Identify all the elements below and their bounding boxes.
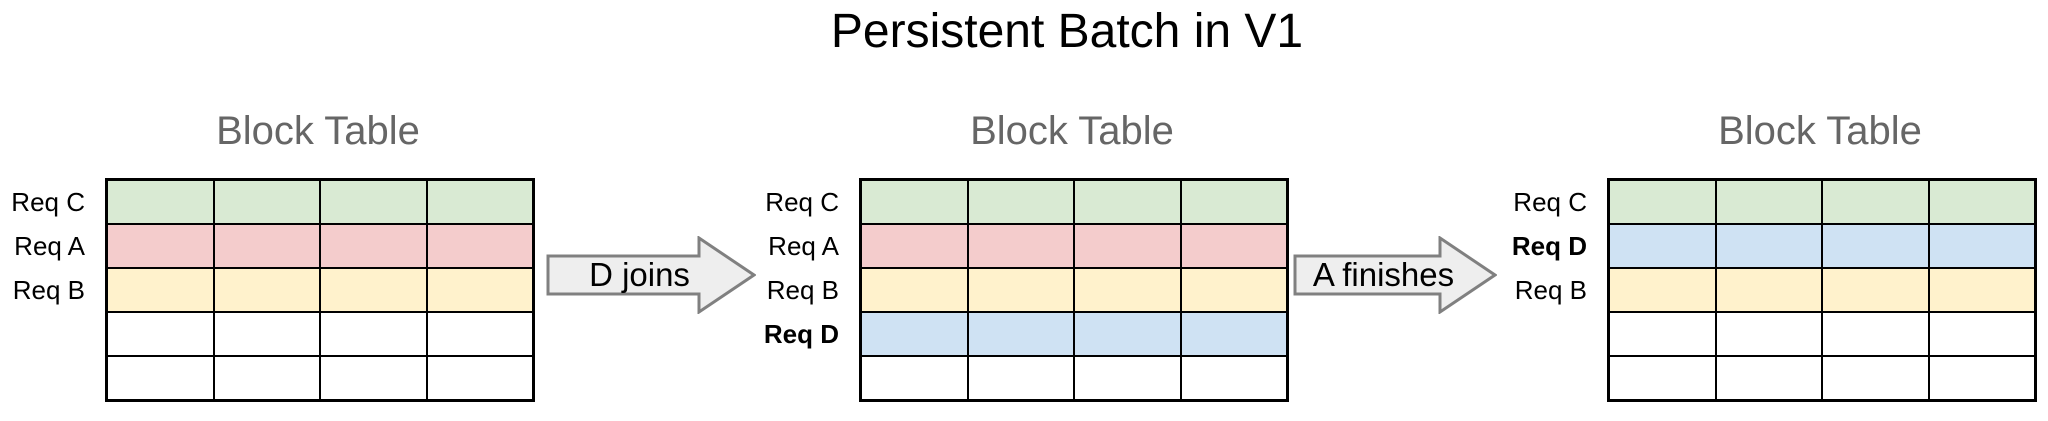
- block-cell: [1074, 180, 1181, 224]
- block-cell: [320, 268, 427, 312]
- block-cell: [1928, 268, 2035, 312]
- block-cell: [1822, 224, 1929, 268]
- block-cell: [861, 356, 968, 400]
- block-cell: [1074, 224, 1181, 268]
- block-cell: [861, 312, 968, 356]
- block-cell: [1715, 268, 1822, 312]
- block-cell: [1928, 312, 2035, 356]
- row-label-req-b: Req B: [766, 274, 839, 305]
- block-cell: [967, 268, 1074, 312]
- row-label-req-d: Req D: [763, 318, 839, 349]
- block-cell: [1822, 356, 1929, 400]
- row-label-req-d: Req D: [1511, 230, 1587, 261]
- right-arrow-icon: [1293, 236, 1497, 314]
- row-label-empty: [5, 312, 105, 356]
- block-table-title: Block Table: [216, 109, 420, 153]
- block-cell: [1928, 356, 2035, 400]
- block-cell: [1609, 312, 1716, 356]
- block-table-title: Block Table: [970, 109, 1174, 153]
- block-cell: [1609, 356, 1716, 400]
- row-labels: Req C Req A Req B Req D: [759, 180, 859, 402]
- block-cell: [213, 224, 320, 268]
- block-table-body: Req C Req A Req B: [5, 178, 535, 402]
- row-label-req-a: Req A: [768, 230, 839, 261]
- row-label-empty: [759, 356, 859, 400]
- block-cell: [967, 312, 1074, 356]
- block-cell: [213, 312, 320, 356]
- block-cell: [861, 224, 968, 268]
- block-grid: [105, 178, 535, 402]
- row-label-req-c: Req C: [765, 186, 839, 217]
- row-label-req-c: Req C: [11, 186, 85, 217]
- row-labels: Req C Req D Req B: [1507, 180, 1607, 402]
- block-cell: [107, 224, 214, 268]
- block-cell: [967, 224, 1074, 268]
- block-table-group-1: Block Table Req C Req A Req B: [5, 95, 535, 407]
- block-table-group-3: Block Table Req C Req D Req B: [1507, 95, 2037, 407]
- block-cell: [1822, 268, 1929, 312]
- block-cell: [320, 312, 427, 356]
- block-cell: [967, 180, 1074, 224]
- block-cell: [1715, 180, 1822, 224]
- block-table-body: Req C Req D Req B: [1507, 178, 2037, 402]
- block-cell: [107, 268, 214, 312]
- block-cell: [1822, 312, 1929, 356]
- block-cell: [861, 180, 968, 224]
- row-label-req-c: Req C: [1513, 186, 1587, 217]
- transition-arrow-a-finishes: A finishes: [1293, 236, 1497, 314]
- block-cell: [1074, 312, 1181, 356]
- row-label-empty: [1507, 312, 1607, 356]
- block-cell: [320, 180, 427, 224]
- block-cell: [426, 356, 533, 400]
- right-arrow-icon: [546, 236, 756, 314]
- row-label-empty: [5, 356, 105, 400]
- row-labels: Req C Req A Req B: [5, 180, 105, 402]
- block-cell: [1180, 312, 1287, 356]
- row-label-empty: [1507, 356, 1607, 400]
- block-cell: [1822, 180, 1929, 224]
- block-cell: [1180, 180, 1287, 224]
- arrow-label: D joins: [589, 256, 690, 293]
- block-cell: [1180, 268, 1287, 312]
- block-cell: [107, 356, 214, 400]
- block-table-title: Block Table: [1718, 109, 1922, 153]
- row-label-req-b: Req B: [1514, 274, 1587, 305]
- row-label-req-a: Req A: [14, 230, 85, 261]
- block-cell: [861, 268, 968, 312]
- block-cell: [1928, 224, 2035, 268]
- block-cell: [213, 268, 320, 312]
- block-cell: [107, 312, 214, 356]
- block-grid: [1607, 178, 2037, 402]
- block-cell: [1180, 356, 1287, 400]
- block-cell: [213, 180, 320, 224]
- block-cell: [967, 356, 1074, 400]
- block-cell: [320, 356, 427, 400]
- block-cell: [426, 180, 533, 224]
- block-cell: [1609, 180, 1716, 224]
- transition-arrow-d-joins: D joins: [546, 236, 756, 314]
- arrow-label: A finishes: [1312, 256, 1455, 293]
- block-cell: [426, 224, 533, 268]
- block-cell: [1715, 312, 1822, 356]
- block-cell: [320, 224, 427, 268]
- block-cell: [1180, 224, 1287, 268]
- block-table-body: Req C Req A Req B Req D: [759, 178, 1289, 402]
- block-cell: [426, 268, 533, 312]
- block-cell: [1715, 224, 1822, 268]
- block-cell: [1609, 224, 1716, 268]
- block-table-group-2: Block Table Req C Req A Req B Req D: [759, 95, 1289, 407]
- block-cell: [426, 312, 533, 356]
- diagram-title: Persistent Batch in V1: [830, 5, 1304, 58]
- block-grid: [859, 178, 1289, 402]
- block-cell: [1074, 268, 1181, 312]
- block-cell: [1928, 180, 2035, 224]
- block-cell: [1609, 268, 1716, 312]
- block-cell: [1074, 356, 1181, 400]
- row-label-req-b: Req B: [12, 274, 85, 305]
- block-cell: [1715, 356, 1822, 400]
- block-cell: [213, 356, 320, 400]
- block-cell: [107, 180, 214, 224]
